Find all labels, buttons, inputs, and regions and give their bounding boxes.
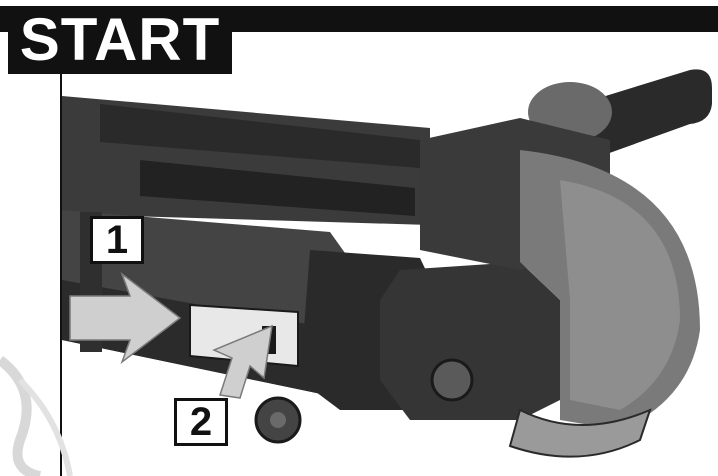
up-right-arrow-icon	[212, 324, 273, 399]
margin-rule	[60, 74, 62, 476]
watermark-arc-2	[17, 377, 73, 476]
step-1-label: 1	[90, 216, 144, 264]
front-wheel-hub	[270, 412, 286, 428]
watermark-arc	[0, 356, 42, 476]
title-box: START	[8, 6, 232, 74]
step-2-label: 2	[174, 398, 228, 446]
right-arrow-icon	[69, 271, 182, 365]
page-title: START	[19, 6, 221, 73]
upper-body-rib-2	[140, 160, 415, 216]
knob	[430, 358, 474, 402]
upper-body-rib	[100, 104, 420, 168]
blade-guard-inner	[560, 180, 680, 410]
gearbox-cap	[380, 262, 560, 420]
cutting-disc	[508, 408, 652, 458]
